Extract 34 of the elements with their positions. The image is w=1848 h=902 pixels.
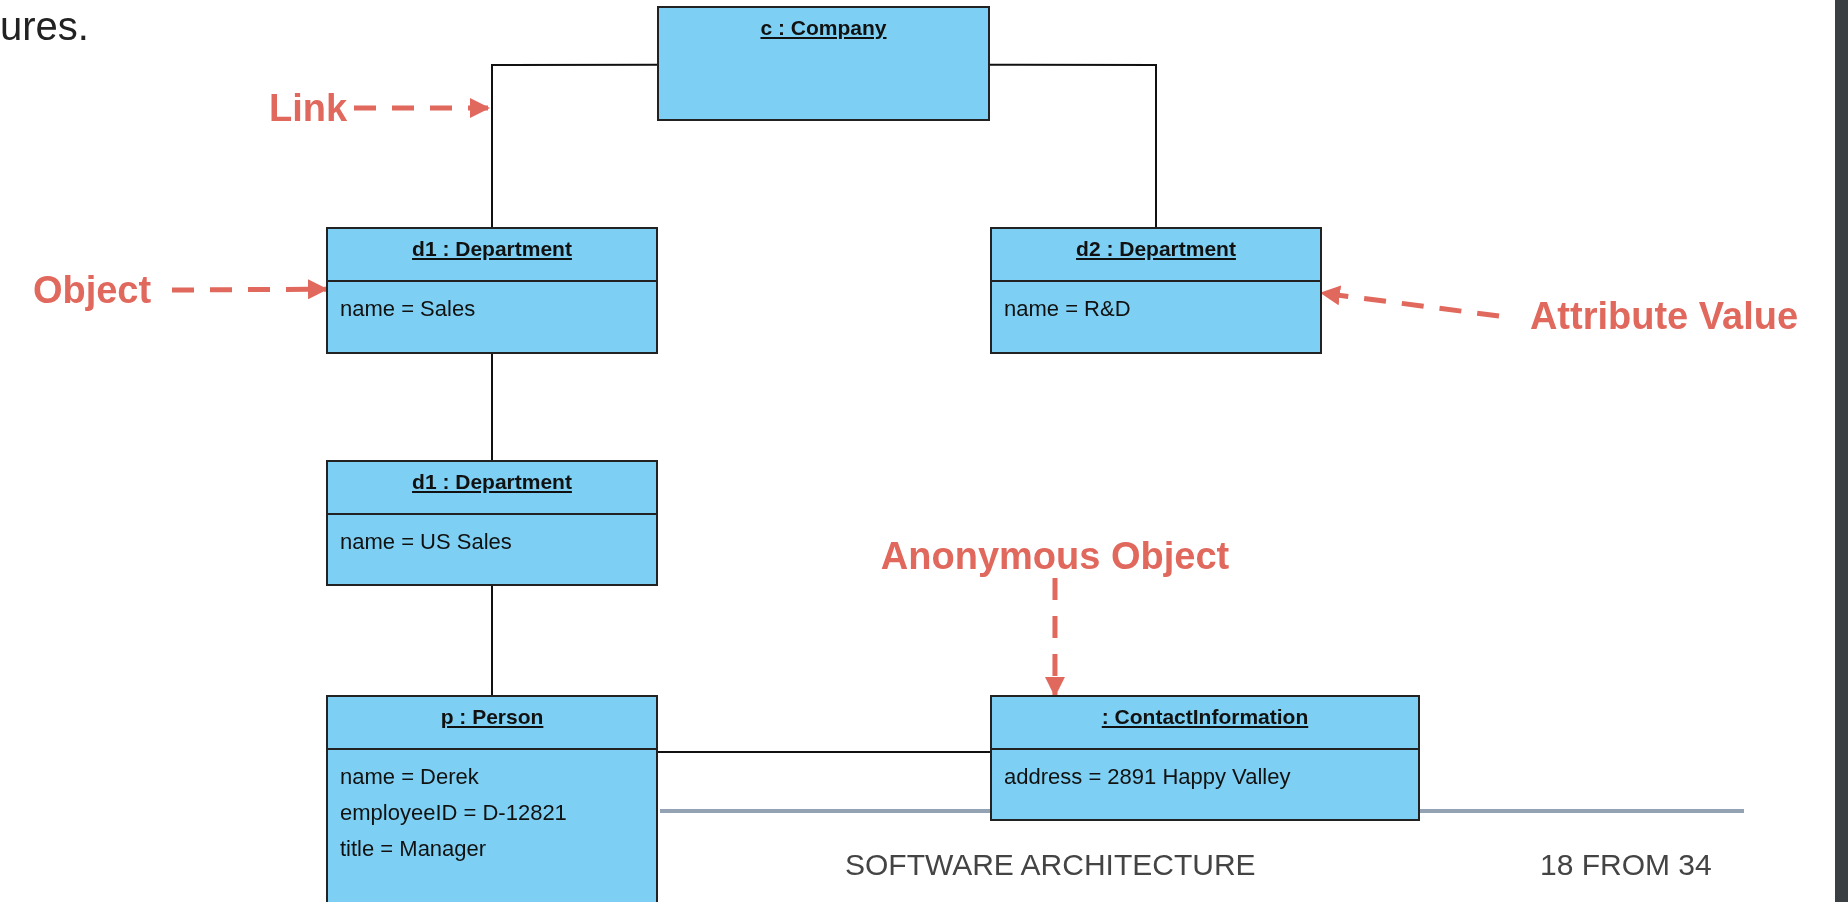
attribute-value: name = R&D [1004, 295, 1132, 323]
link-line [989, 63, 1157, 228]
leader-arrow [1044, 578, 1065, 697]
object-name: : ContactInformation [1101, 704, 1309, 730]
link-line [491, 585, 493, 696]
annotation-label: Anonymous Object [842, 534, 1268, 578]
object-box [326, 695, 658, 902]
attribute-value: name = US Sales [340, 528, 513, 556]
link-line [491, 353, 493, 461]
leader-arrow [354, 98, 490, 118]
object-box [657, 6, 990, 121]
annotation-label: Object [12, 268, 172, 312]
object-box [326, 460, 658, 586]
attribute-value: address = 2891 Happy Valley [1004, 763, 1292, 791]
object-box [326, 227, 658, 354]
annotation-label: Link [262, 86, 354, 130]
attribute-value: name = Sales [340, 295, 477, 323]
attribute-value: employeeID = D-12821 [340, 799, 568, 827]
object-name: c : Company [760, 15, 887, 41]
attribute-value: name = Derek [340, 763, 480, 791]
link-line [657, 750, 991, 753]
annotation-label: Attribute Value [1499, 294, 1829, 338]
object-name: d2 : Department [1076, 236, 1236, 262]
object-name: d1 : Department [412, 469, 572, 495]
attribute-value: title = Manager [340, 835, 488, 863]
footer-title: SOFTWARE ARCHITECTURE [845, 847, 1256, 883]
object-box [990, 695, 1420, 821]
page-number: 18 FROM 34 [1540, 847, 1712, 883]
cut-off-text: ures. [0, 3, 89, 50]
object-box [990, 227, 1322, 354]
leader-arrow [172, 279, 328, 300]
object-name: d1 : Department [412, 236, 572, 262]
link-line [491, 63, 658, 228]
object-name: p : Person [440, 704, 544, 730]
